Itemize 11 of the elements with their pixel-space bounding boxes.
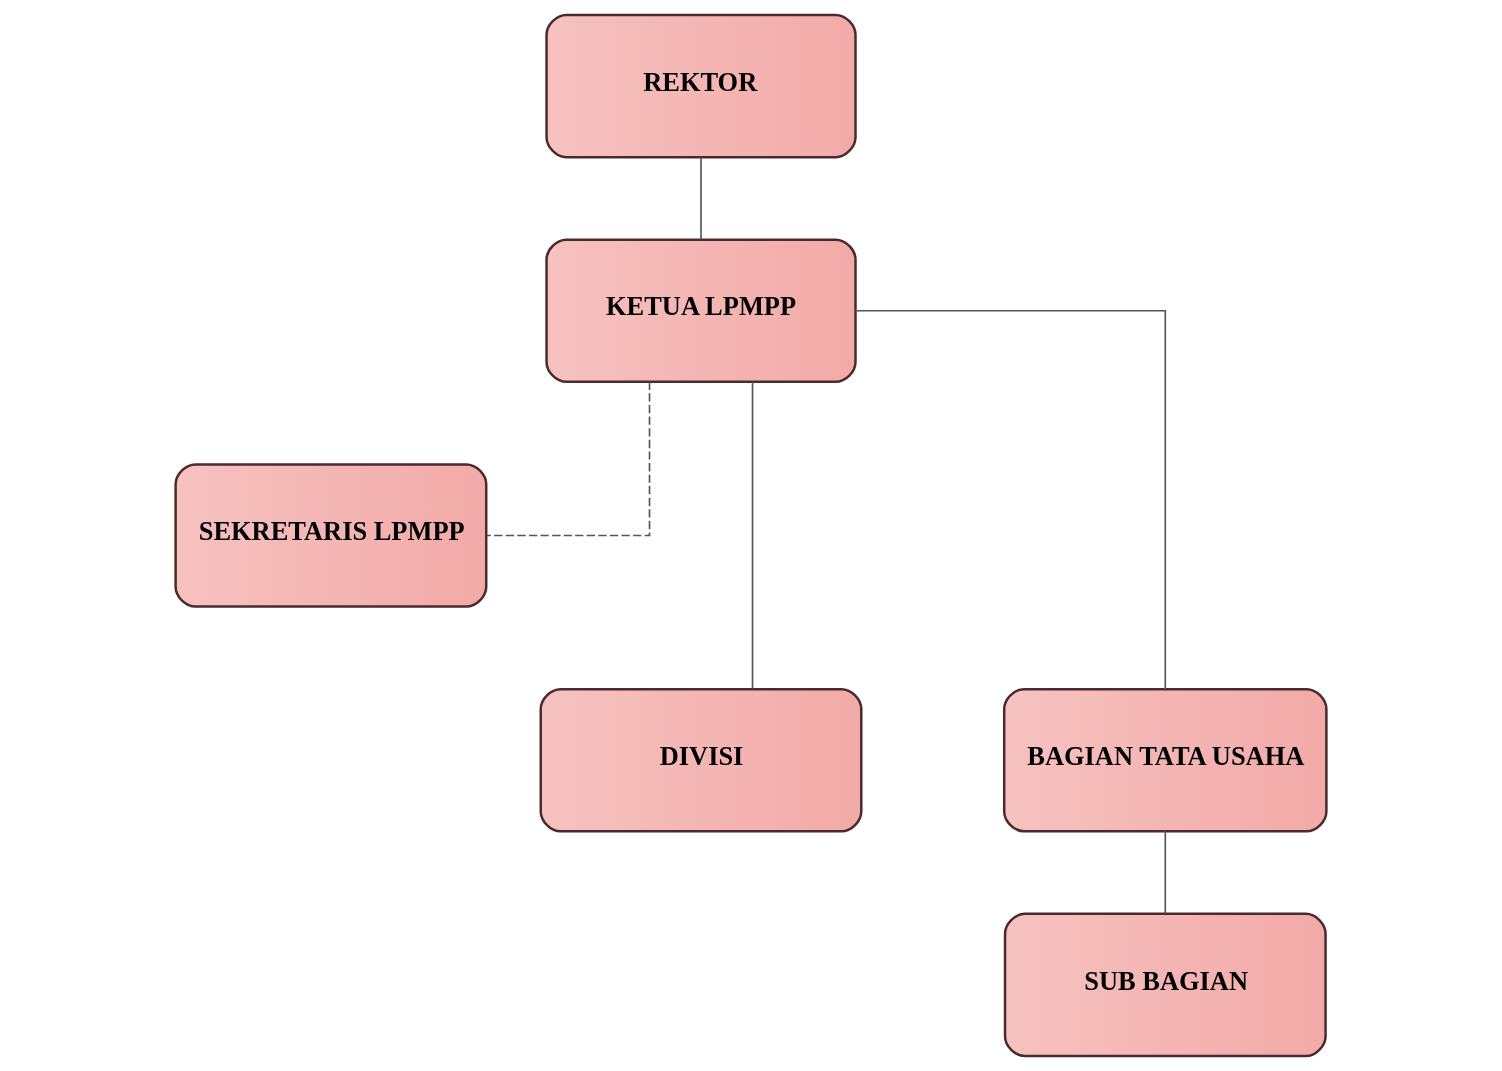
node-box: KETUA LPMPP	[545, 238, 857, 384]
connector	[700, 156, 702, 241]
connector	[751, 381, 754, 690]
connector	[485, 381, 651, 537]
node-box: BAGIAN TATA USAHA	[1002, 687, 1328, 833]
node-box: SEKRETARIS LPMPP	[174, 463, 488, 608]
node-box: REKTOR	[545, 13, 857, 159]
connector	[1164, 830, 1167, 915]
node-box: SUB BAGIAN	[1003, 912, 1327, 1058]
node-box: DIVISI	[539, 687, 863, 833]
connector	[854, 309, 1167, 690]
